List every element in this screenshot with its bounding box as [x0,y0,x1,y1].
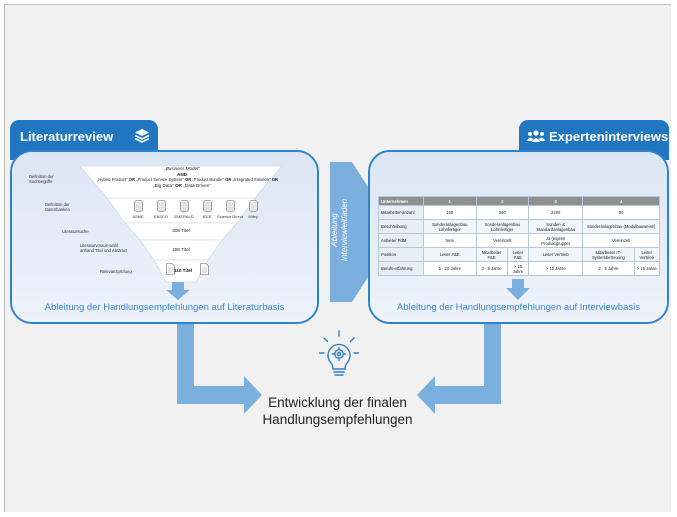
search-term-line: „Business Model" [164,166,200,171]
search-term-line: „Hybrid Product" OR „Product Service Sys… [97,177,278,183]
literature-panel: Definition der Suchbegriffe „Business Mo… [10,150,319,324]
table-cell: Leiter Vertrieb [633,247,660,262]
interview-panel: Unternehmen 1 2 3 4 Mitarbeiter-anzahl 1… [368,150,669,324]
final-recommendations-text: Entwicklung der finalen Handlungsempfehl… [240,394,435,428]
table-cell: > 15 Jahre [506,261,530,276]
relevance-check-label: Relevanzprüfung [100,269,132,274]
table-cell: 2200 [528,205,584,220]
table-cell: 60 [582,205,660,220]
interview-table: Unternehmen 1 2 3 4 Mitarbeiter-anzahl 1… [378,196,660,276]
preselection-label: Literaturvoraus-wahl anhand Titel und Ab… [80,243,128,253]
search-term-line: „Big Data" OR „Data-Driven" [97,183,267,189]
database-icon [134,200,143,212]
middle-arrow [330,162,397,302]
table-row: Mitarbeiter-anzahl 160 280 2200 60 [378,205,660,220]
table-row: Position Leiter F&E Mitarbeiter F&E Leit… [378,247,660,262]
literature-search-count: 508 Titel [172,228,190,233]
search-terms-label: Definition der Suchbegriffe [29,174,54,184]
table-cell: Mitarbeiter F&E [475,247,508,262]
table-header-cell: 1 [423,196,477,206]
search-term-operator: OR [225,177,232,182]
search-term: „Big Data" [153,182,174,188]
literature-review-title: Literaturreview [20,129,114,144]
database-icon [203,200,212,212]
table-cell: 2 - 5 Jahre [475,261,508,276]
search-term-operator: AND [177,171,187,177]
literature-search-label: Literatursuche [62,229,89,234]
table-row: Beschreibung Sonderanlagenbau Lohnfertig… [378,219,660,234]
search-terms-box: „Business Model" AND „Hybrid Product" OR… [97,166,278,189]
literature-footer: Ableitung der Handlungsempfehlungen auf … [44,302,285,313]
middle-arrow-label-line: Interviewleitfaden [340,198,349,262]
table-cell: 2 - 5 Jahre [582,261,635,276]
search-term-operator: OR [175,182,182,188]
frame-edge [4,512,673,517]
people-icon [526,130,546,142]
frame-edge [671,4,673,513]
database-icon [157,200,166,212]
row-label: Berufs-erfahrung [378,261,424,276]
table-cell: > 15 Jahre [633,261,660,276]
database-name: EBSCO [153,214,168,219]
search-term-operator: OR [184,177,192,182]
table-cell: Vereinzelt [582,233,660,248]
table-row: Anbieter PdM Nein Vereinzelt Ja (eigene … [378,233,660,248]
table-cell: Nein [423,233,477,248]
database-name: Wiley [248,214,258,219]
table-cell: Sonder- & Standardanlagenbau [528,219,584,234]
table-cell: 280 [475,205,530,220]
database-name: EMERALD [174,214,194,219]
database-icon [226,200,235,212]
search-term: „Product Service System" [136,177,184,182]
document-icon [200,263,209,275]
table-header-cell: 2 [475,196,530,206]
row-label: Position [378,247,424,262]
search-term-operator: OR [128,177,136,182]
preselection-count: 298 Titel [172,247,190,252]
database-icon [249,200,258,212]
table-header-row: Unternehmen 1 2 3 4 [378,196,660,206]
relevance-check-count: 110 Titel [173,268,193,273]
expert-interviews-title: Experteninterviews [549,129,669,144]
table-cell: Mitarbeiter IT-Systembetreuung [582,247,635,262]
search-term-operator: OR [271,177,279,182]
search-term: „Product Bundle" [192,177,224,182]
table-cell: Leiter F&E [506,247,530,262]
search-term: „Hybrid Product" [97,177,128,182]
search-term: „Data-Driven" [183,182,211,188]
table-cell: Sonderanlagenbau Lohnfertiger [423,219,477,234]
databases-label: Definition der Datenbanken [45,202,70,212]
stack-icon [134,129,150,143]
table-header-cell: 4 [582,196,660,206]
middle-arrow-label-line: Ableitung [330,213,339,247]
table-cell: Sonderanlagenbau (Modulbauweise) [582,219,660,234]
small-down-arrow [506,279,530,300]
table-cell: Ja (eigene Produktgruppe) [528,233,584,248]
final-text-line: Entwicklung der finalen [268,395,407,410]
table-header-cell: 3 [528,196,584,206]
table-header-cell: Unternehmen [378,196,424,206]
table-row: Berufs-erfahrung 5 - 10 Jahre 2 - 5 Jahr… [378,261,660,276]
table-cell: 160 [423,205,477,220]
row-label: Beschreibung [378,219,424,234]
lightbulb-gear-icon [319,330,359,376]
database-name: ASME [132,214,144,219]
table-cell: 5 - 10 Jahre [423,261,477,276]
search-term: „Integrated Solution" [232,177,271,182]
database-name: Science Direct [217,214,243,219]
table-cell: Vereinzelt [475,233,530,248]
database-name: IEEE [202,214,212,219]
table-cell: Sonderanlagenbau Lohnfertiger [475,219,530,234]
table-cell: Leiter Vertrieb [528,247,584,262]
table-cell: > 10 Jahre [528,261,584,276]
interview-footer: Ableitung der Handlungsempfehlungen auf … [397,302,640,313]
table-cell: Leiter F&E [423,247,477,262]
row-label: Mitarbeiter-anzahl [378,205,424,220]
row-label: Anbieter PdM [378,233,424,248]
final-text-line: Handlungsempfehlungen [262,412,413,427]
database-icon [180,200,189,212]
document-icon [166,263,175,275]
small-down-arrow [166,282,190,300]
